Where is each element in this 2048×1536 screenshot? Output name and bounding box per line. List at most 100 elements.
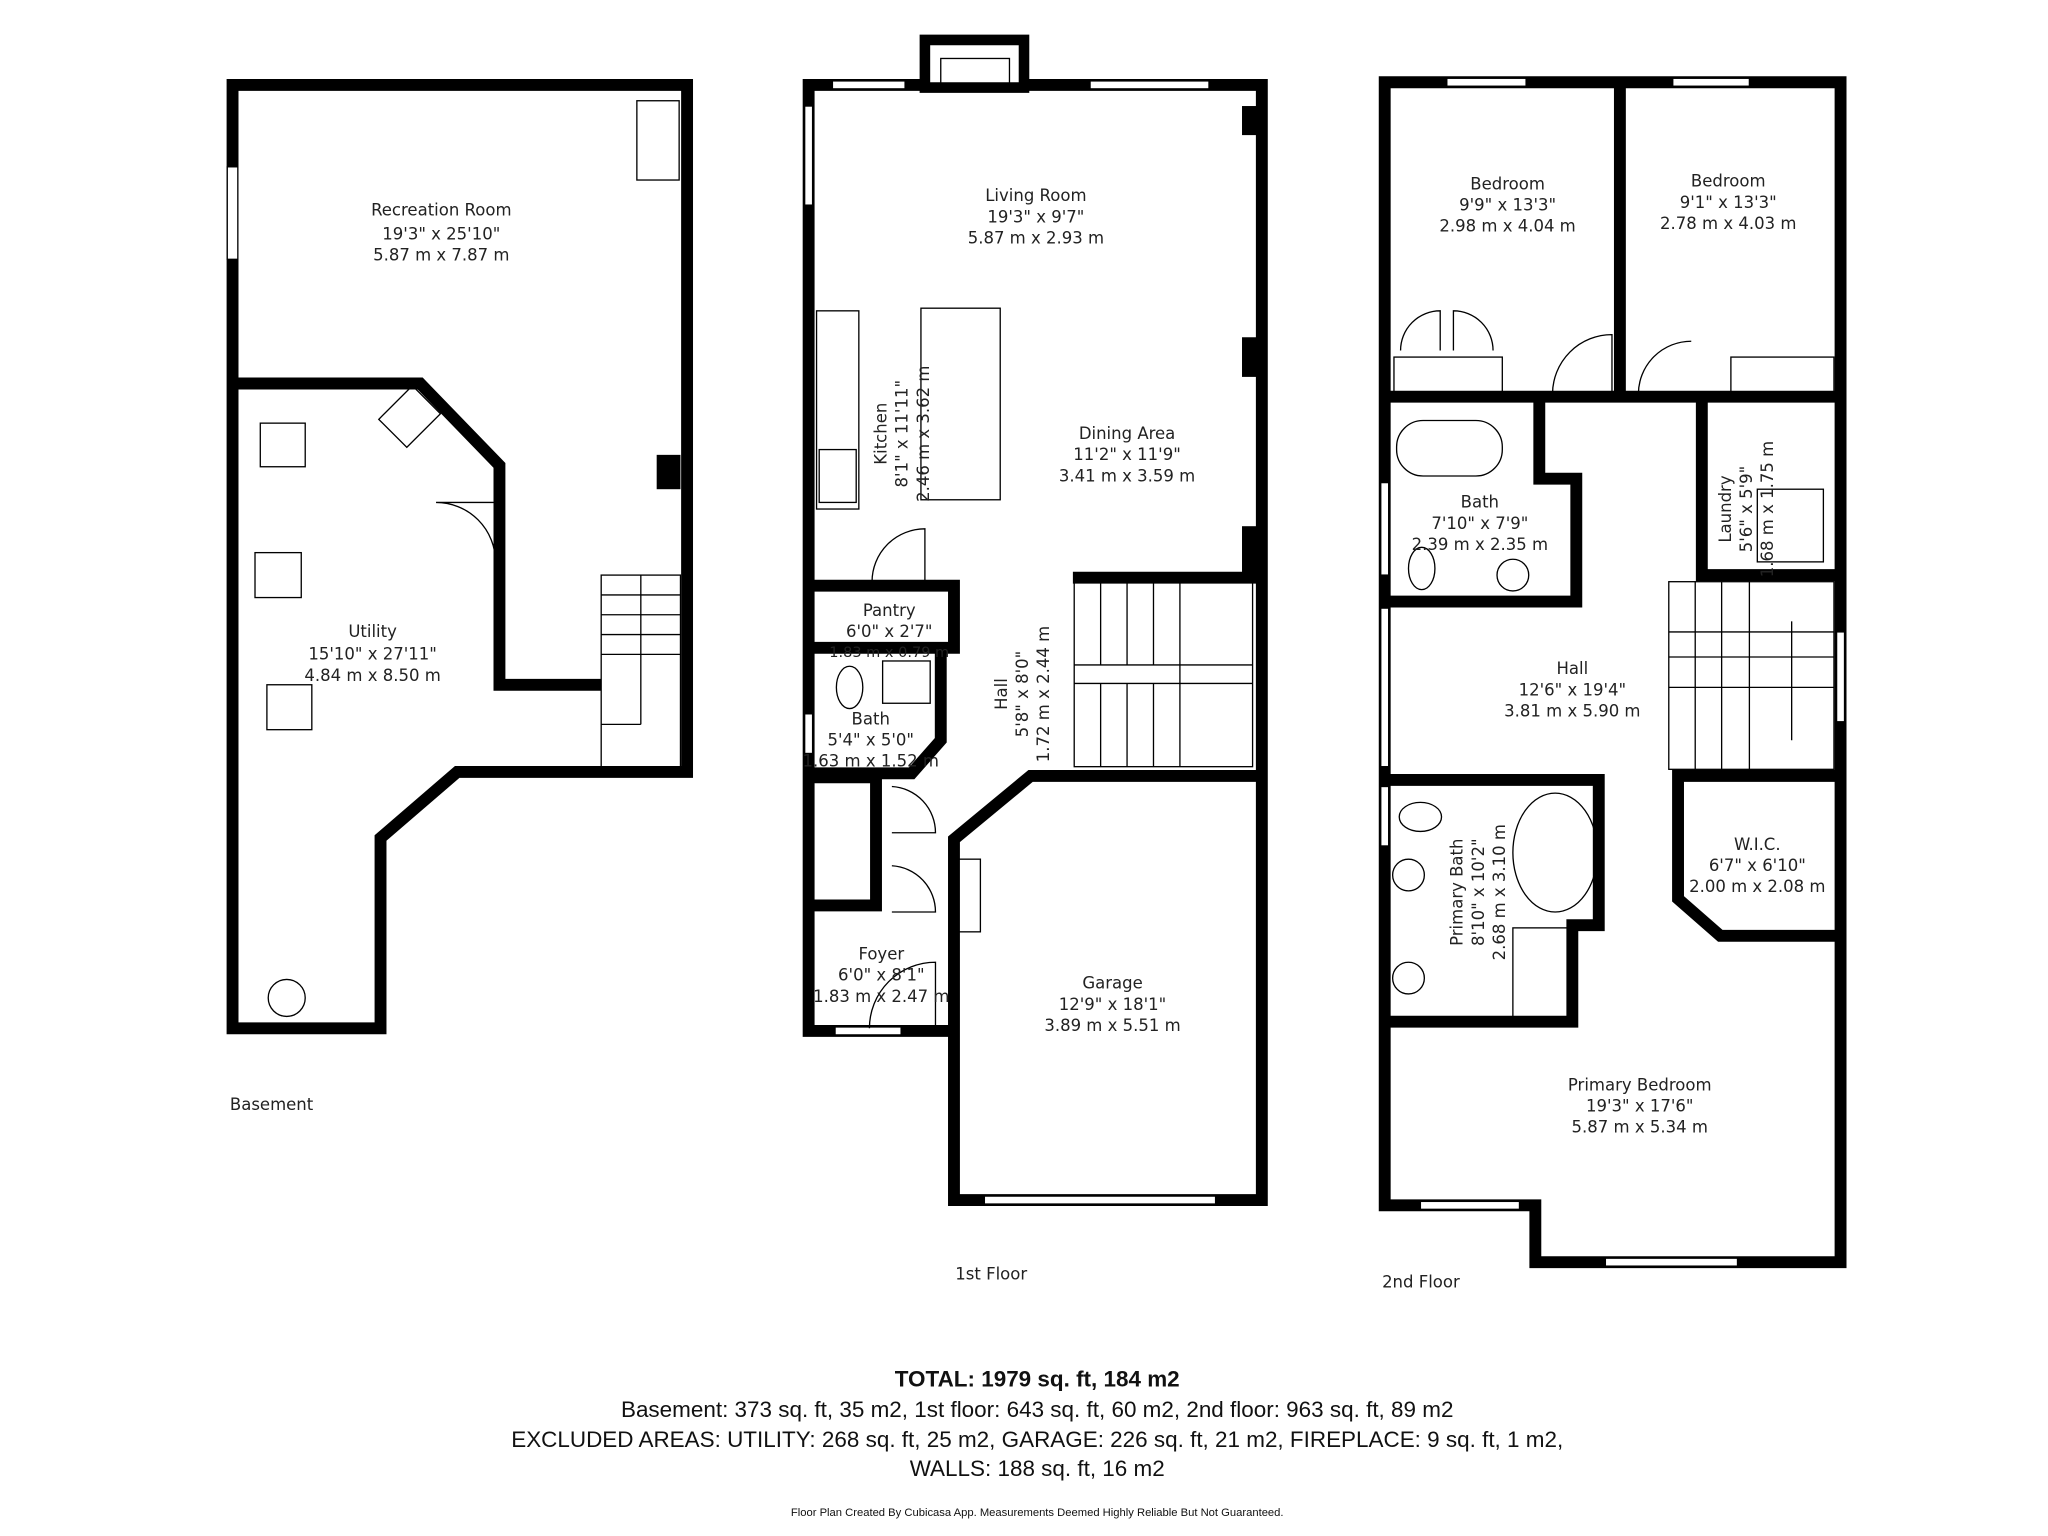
room-dimensions-metric: 2.78 m x 4.03 m bbox=[1660, 214, 1796, 233]
room-dimensions-metric: 2.39 m x 2.35 m bbox=[1412, 535, 1548, 554]
room-dimensions-imperial: 5'6" x 5'9" bbox=[1737, 466, 1756, 553]
room-dimensions-imperial: 6'0" x 2'7" bbox=[846, 622, 933, 641]
room-name: Recreation Room bbox=[371, 201, 511, 220]
room-dimensions-metric: 5.87 m x 2.93 m bbox=[968, 228, 1104, 247]
step bbox=[953, 858, 982, 933]
room-dimensions-imperial: 8'10" x 10'2" bbox=[1469, 838, 1488, 946]
room-dimensions-imperial: 9'1" x 13'3" bbox=[1680, 193, 1777, 212]
window bbox=[804, 105, 814, 206]
sink-icon bbox=[1391, 858, 1426, 892]
equipment bbox=[266, 684, 313, 731]
room-dimensions-metric: 2.46 m x 3.62 m bbox=[914, 366, 933, 502]
room-dimensions-imperial: 19'3" x 9'7" bbox=[987, 207, 1084, 226]
disclaimer: Floor Plan Created By Cubicasa App. Meas… bbox=[791, 1507, 1284, 1519]
area-summary: TOTAL: 1979 sq. ft, 184 m2 Basement: 373… bbox=[511, 1366, 1563, 1518]
floor-label: 2nd Floor bbox=[1382, 1272, 1460, 1291]
room-dimensions-imperial: 6'0" x 8'1" bbox=[838, 966, 925, 985]
floor-label: Basement bbox=[230, 1095, 314, 1114]
window bbox=[831, 80, 906, 90]
room-dimensions-imperial: 11'2" x 11'9" bbox=[1073, 445, 1181, 464]
sink-icon bbox=[377, 384, 442, 449]
room-dimensions-metric: 4.84 m x 8.50 m bbox=[304, 666, 440, 685]
room-dimensions-imperial: 19'3" x 17'6" bbox=[1586, 1097, 1694, 1116]
door bbox=[1551, 333, 1692, 395]
room-name: Primary Bedroom bbox=[1568, 1075, 1712, 1094]
room-name: Kitchen bbox=[872, 403, 891, 465]
room-dimensions-metric: 1.63 m x 1.52 m bbox=[803, 752, 939, 771]
second-floor-outer-wall bbox=[1378, 76, 1847, 1269]
window bbox=[804, 713, 814, 755]
closet bbox=[1393, 356, 1503, 395]
window bbox=[1380, 481, 1390, 576]
room-name: Living Room bbox=[985, 186, 1086, 205]
room-dimensions-metric: 1.83 m x 0.79 m bbox=[829, 645, 949, 661]
walls-area: WALLS: 188 sq. ft, 16 m2 bbox=[910, 1456, 1165, 1481]
window bbox=[1446, 77, 1527, 87]
fireplace-hatch bbox=[940, 57, 1011, 89]
floor-label: 1st Floor bbox=[955, 1264, 1027, 1283]
garage-door bbox=[983, 1195, 1217, 1205]
room-dimensions-imperial: 12'6" x 19'4" bbox=[1519, 680, 1627, 699]
room-dimensions-imperial: 9'9" x 13'3" bbox=[1459, 195, 1556, 214]
room-dimensions-imperial: 15'10" x 27'11" bbox=[308, 645, 437, 664]
room-name: Bath bbox=[1461, 493, 1499, 512]
basement-plan: Recreation Room 19'3" x 25'10" 5.87 m x … bbox=[226, 78, 694, 1114]
window bbox=[1089, 80, 1210, 90]
room-name: Hall bbox=[992, 678, 1011, 710]
floor-areas: Basement: 373 sq. ft, 35 m2, 1st floor: … bbox=[621, 1397, 1453, 1422]
room-name: Dining Area bbox=[1079, 424, 1175, 443]
room-dimensions-imperial: 5'8" x 8'0" bbox=[1013, 651, 1032, 738]
kitchen-counter bbox=[815, 310, 860, 510]
window bbox=[1835, 631, 1846, 723]
washer-dryer bbox=[1756, 488, 1825, 563]
fireplace bbox=[919, 34, 1030, 93]
room-dimensions-metric: 3.81 m x 5.90 m bbox=[1504, 701, 1640, 720]
equipment bbox=[259, 422, 306, 468]
room-dimensions-metric: 3.41 m x 3.59 m bbox=[1059, 466, 1195, 485]
room-name: Bedroom bbox=[1691, 172, 1766, 191]
room-dimensions-metric: 2.00 m x 2.08 m bbox=[1689, 877, 1825, 896]
sink-icon bbox=[1496, 558, 1530, 592]
window bbox=[1380, 607, 1390, 768]
window bbox=[1672, 77, 1751, 87]
window bbox=[1380, 785, 1390, 847]
room-name: Bedroom bbox=[1470, 174, 1545, 193]
bathtub-icon bbox=[1512, 792, 1599, 913]
room-dimensions-imperial: 6'7" x 6'10" bbox=[1709, 856, 1806, 875]
total-area: TOTAL: 1979 sq. ft, 184 m2 bbox=[895, 1366, 1180, 1391]
sink-icon bbox=[1391, 961, 1426, 995]
room-dimensions-imperial: 12'9" x 18'1" bbox=[1059, 995, 1167, 1014]
door bbox=[436, 501, 497, 562]
window bbox=[834, 1026, 902, 1036]
room-dimensions-metric: 3.89 m x 5.51 m bbox=[1044, 1016, 1180, 1035]
closet-doors bbox=[1399, 310, 1494, 351]
utility-wall bbox=[232, 377, 602, 691]
equipment bbox=[254, 551, 302, 599]
bathtub-icon bbox=[1395, 419, 1503, 477]
second-floor-plan: Bedroom 9'9" x 13'3" 2.98 m x 4.04 m Bed… bbox=[1378, 76, 1847, 1291]
excluded-areas: EXCLUDED AREAS: UTILITY: 268 sq. ft, 25 … bbox=[511, 1427, 1563, 1452]
appliance bbox=[636, 100, 680, 181]
first-floor-plan: Kitchen 8'1" x 11'11" 2.46 m x 3.62 m Ha… bbox=[803, 34, 1268, 1283]
room-dimensions-imperial: 8'1" x 11'11" bbox=[893, 380, 912, 488]
shower-icon bbox=[1512, 927, 1573, 1022]
room-dimensions-metric: 5.87 m x 5.34 m bbox=[1572, 1118, 1708, 1137]
door bbox=[871, 528, 926, 582]
second-floor-stairs bbox=[1668, 581, 1835, 770]
closet-doors bbox=[891, 785, 937, 913]
room-name: Bath bbox=[852, 709, 890, 728]
room-name: Foyer bbox=[858, 945, 904, 964]
room-name: Utility bbox=[348, 622, 397, 641]
toilet-icon bbox=[1407, 546, 1436, 591]
window bbox=[226, 166, 239, 260]
basement-column bbox=[656, 454, 681, 490]
entry-door bbox=[868, 961, 937, 1029]
room-dimensions-imperial: 19'3" x 25'10" bbox=[382, 224, 500, 243]
room-name: Pantry bbox=[863, 601, 916, 620]
room-name: W.I.C. bbox=[1734, 835, 1781, 854]
window bbox=[1604, 1257, 1739, 1267]
closet bbox=[1730, 356, 1835, 395]
room-dimensions-metric: 5.87 m x 7.87 m bbox=[373, 246, 509, 265]
toilet-icon bbox=[1398, 801, 1443, 833]
toilet-icon bbox=[835, 665, 864, 710]
